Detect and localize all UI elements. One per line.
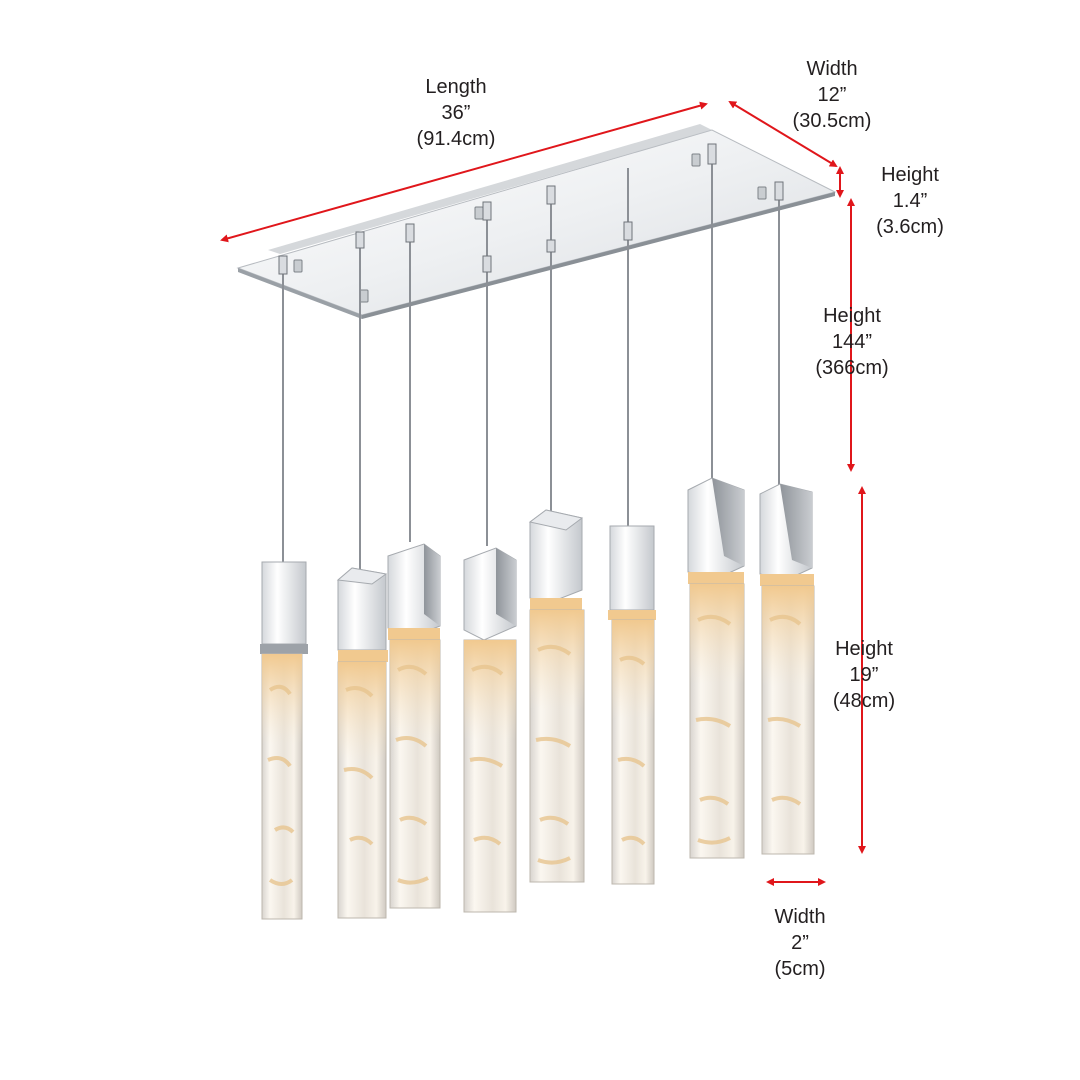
- cable-height-dimension-label: Height 144” (366cm): [792, 303, 912, 381]
- pendant-2: [336, 567, 388, 919]
- pendant-width-metric: (5cm): [774, 958, 826, 980]
- canopy-width-label: Width: [806, 58, 858, 80]
- dimension-arrows: [220, 100, 866, 886]
- canopy-plate: [236, 124, 837, 319]
- cable-height-imperial: 144”: [831, 331, 873, 353]
- pendant-5: [528, 509, 585, 883]
- pendant-width-imperial: 2”: [791, 932, 809, 954]
- canopy-width-imperial: 12”: [817, 84, 847, 106]
- canopy-height-dimension-label: Height 1.4” (3.6cm): [850, 162, 970, 240]
- pendant-3: [387, 543, 441, 909]
- pendant-4: [463, 547, 517, 913]
- pendant-8: [759, 483, 815, 855]
- crystal-pendants: [260, 477, 815, 920]
- pendant-height-metric: (48cm): [832, 690, 896, 712]
- length-imperial: 36”: [441, 102, 471, 124]
- canopy-height-metric: (3.6cm): [876, 216, 944, 238]
- pendant-width-label: Width: [774, 906, 826, 928]
- pendant-height-dimension-label: Height 19” (48cm): [804, 636, 924, 714]
- length-label: Length: [425, 76, 487, 98]
- canopy-height-imperial: 1.4”: [892, 190, 928, 212]
- pendant-height-imperial: 19”: [849, 664, 879, 686]
- length-dimension-label: Length 36” (91.4cm): [396, 74, 516, 152]
- pendant-7: [687, 477, 745, 859]
- pendant-1: [260, 561, 308, 920]
- pendant-6: [608, 525, 656, 885]
- canopy-width-dimension-label: Width 12” (30.5cm): [772, 56, 892, 134]
- canopy-height-label: Height: [881, 164, 939, 186]
- length-metric: (91.4cm): [416, 128, 496, 150]
- cable-height-label: Height: [823, 305, 881, 327]
- length-arrow: [220, 101, 708, 243]
- pendant-width-dimension-label: Width 2” (5cm): [740, 904, 860, 982]
- cable-height-metric: (366cm): [815, 357, 889, 379]
- canopy-width-metric: (30.5cm): [792, 110, 872, 132]
- width-canopy-arrow: [728, 100, 838, 168]
- pendant-height-label: Height: [835, 638, 893, 660]
